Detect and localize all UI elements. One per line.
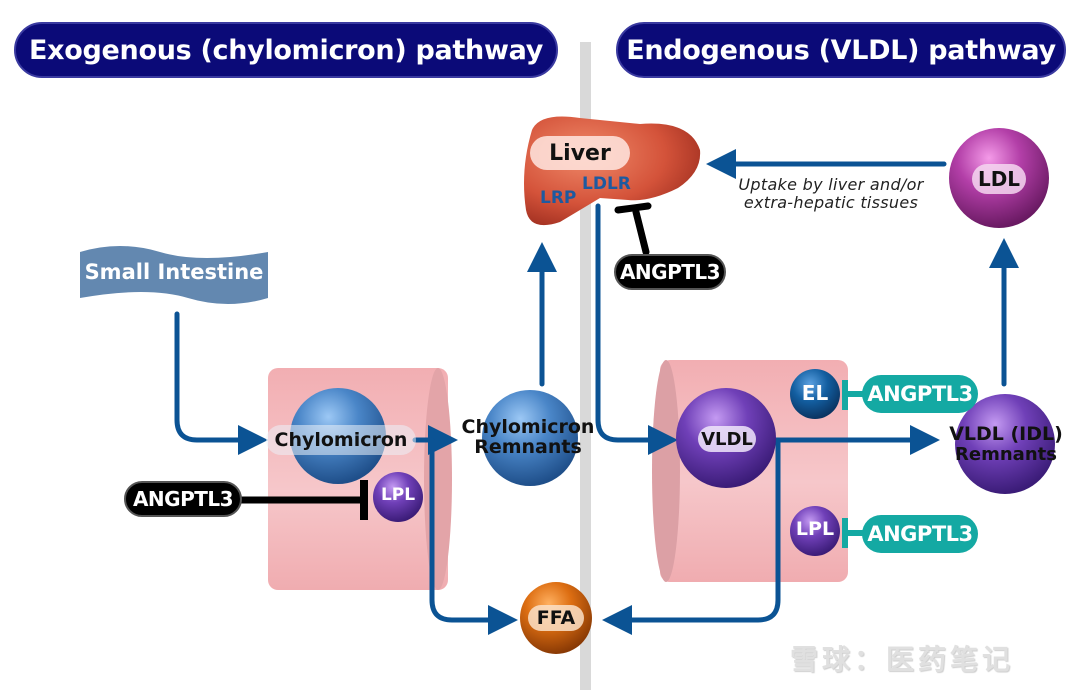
inhibitor-liver-ldlr xyxy=(614,202,652,256)
angptl3-liver-tag: ANGPTL3 xyxy=(614,254,726,290)
uptake-note-line1: Uptake by liver and/or xyxy=(738,175,924,194)
lpl-right-label: LPL xyxy=(795,518,835,540)
vldl-remnants-label-line2: Remnants xyxy=(955,444,1057,465)
el-sphere xyxy=(790,369,840,419)
lpl-left-sphere xyxy=(373,472,423,522)
lpl-left-label: LPL xyxy=(380,485,416,505)
ffa-label: FFA xyxy=(528,605,584,631)
vldl-remnants-sphere xyxy=(955,394,1055,494)
vldl-label: VLDL xyxy=(698,426,756,452)
chylomicron-remnants-label-line2: Remnants xyxy=(474,436,582,458)
arrow-vldl-to-ffa xyxy=(602,439,781,635)
angptl3-el-tag: ANGPTL3 xyxy=(862,375,978,413)
arrow-liver-to-vldl xyxy=(595,203,678,455)
angptl3-left-lpl-tag: ANGPTL3 xyxy=(124,481,242,517)
inhibitor-left-lpl xyxy=(238,480,368,520)
small-intestine-label: Small Intestine xyxy=(84,260,264,284)
ldlr-label: LDLR xyxy=(582,174,631,194)
chylomicron-remnants-sphere xyxy=(482,390,578,486)
pathway-divider xyxy=(580,42,591,690)
el-label: EL xyxy=(801,381,829,405)
chylomicron-remnants-label-line1: Chylomicron xyxy=(461,416,595,438)
endogenous-pathway-header: Endogenous (VLDL) pathway xyxy=(616,22,1066,78)
angptl3-right-lpl-tag: ANGPTL3 xyxy=(862,515,978,553)
watermark: 雪球：医药笔记 xyxy=(790,643,1015,676)
liver-shape xyxy=(524,116,701,226)
arrow-chylomicron-to-ffa xyxy=(429,437,518,635)
vldl-remnants-label-line1: VLDL (IDL) xyxy=(949,423,1063,445)
lrp-label: LRP xyxy=(540,188,577,208)
liver-label: Liver xyxy=(530,136,630,170)
arrow-intestine-to-chylomicron xyxy=(174,311,268,455)
lpl-right-sphere xyxy=(790,506,840,556)
exogenous-pathway-header: Exogenous (chylomicron) pathway xyxy=(14,22,558,78)
chylomicron-label: Chylomicron xyxy=(266,425,416,455)
uptake-note-line2: extra-hepatic tissues xyxy=(743,193,919,212)
ldl-label: LDL xyxy=(972,164,1026,194)
small-intestine-shape xyxy=(80,246,268,304)
